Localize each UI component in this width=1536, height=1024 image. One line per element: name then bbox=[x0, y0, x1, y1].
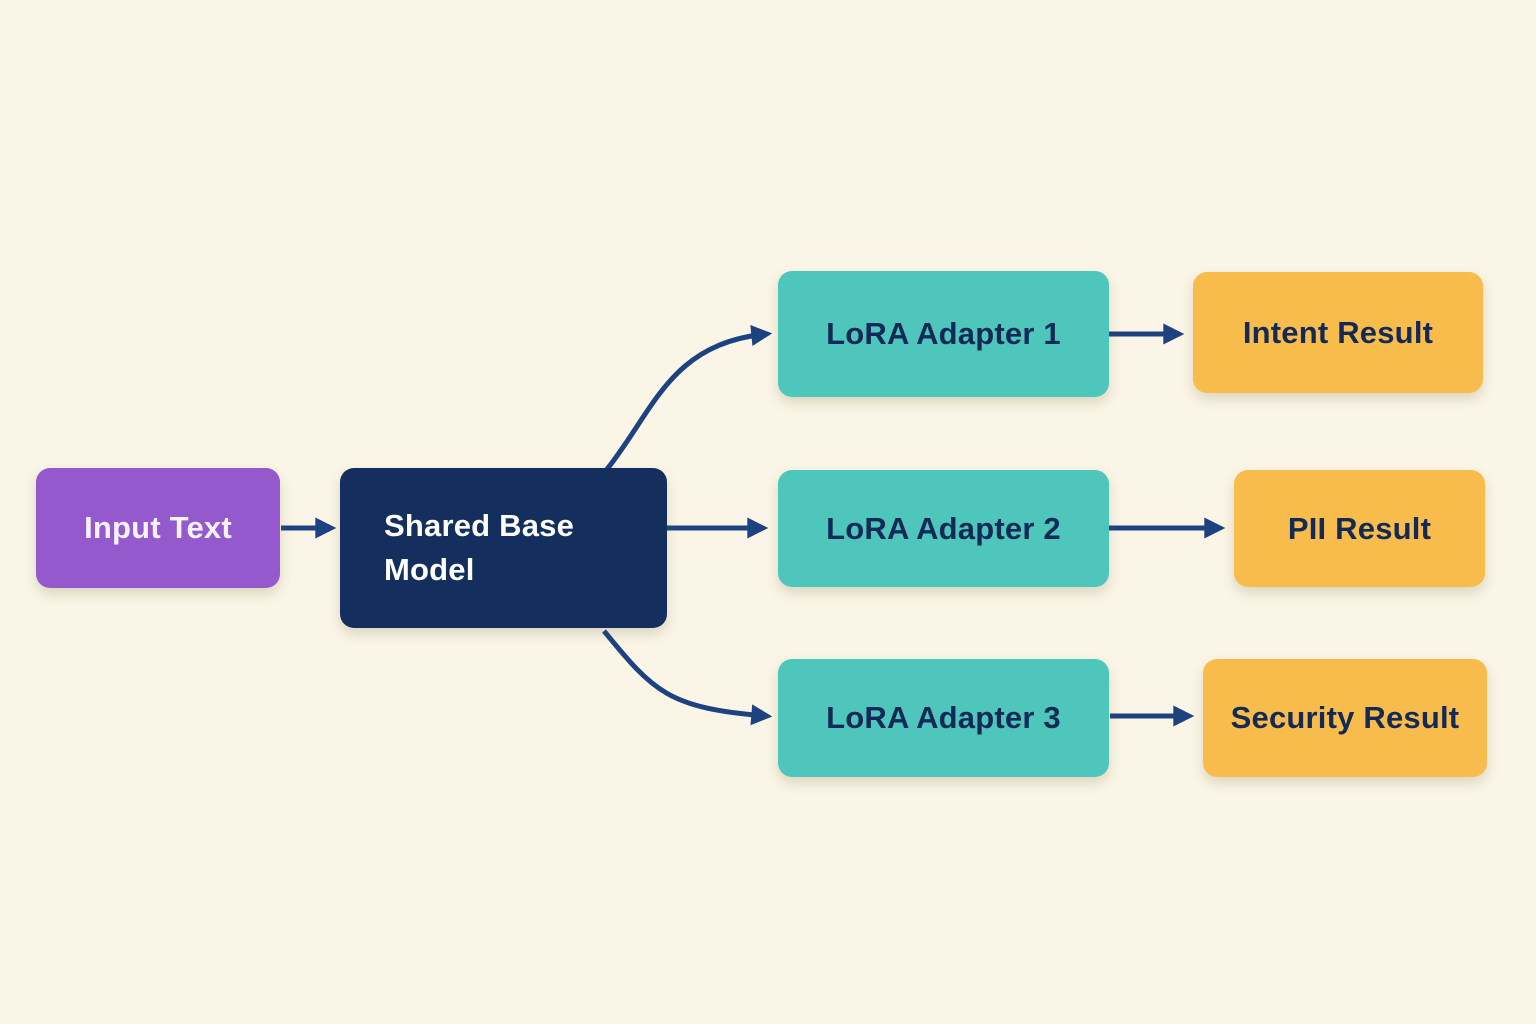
node-shared-base-model-label: Shared Base Model bbox=[384, 507, 575, 587]
node-lora-adapter-2: LoRA Adapter 2 bbox=[778, 470, 1109, 587]
node-intent-result-label: Intent Result bbox=[1242, 314, 1434, 350]
node-lora-adapter-3: LoRA Adapter 3 bbox=[778, 659, 1109, 777]
node-lora-adapter-2-label: LoRA Adapter 2 bbox=[826, 510, 1061, 546]
node-lora-adapter-1-label: LoRA Adapter 1 bbox=[826, 316, 1061, 351]
edge-base-to-adapter3 bbox=[602, 629, 773, 726]
node-shared-base-model: Shared Base Model bbox=[340, 468, 667, 628]
edge-base-to-adapter1 bbox=[602, 325, 773, 475]
node-pii-result-label: PII Result bbox=[1287, 510, 1432, 546]
node-lora-adapter-3-label: LoRA Adapter 3 bbox=[826, 700, 1061, 735]
node-intent-result: Intent Result bbox=[1193, 272, 1483, 393]
node-security-result-label: Security Result bbox=[1230, 700, 1460, 735]
node-input-text-label: Input Text bbox=[84, 510, 232, 545]
node-lora-adapter-1: LoRA Adapter 1 bbox=[778, 271, 1109, 397]
node-input-text: Input Text bbox=[36, 468, 280, 588]
node-security-result: Security Result bbox=[1203, 659, 1487, 777]
node-pii-result: PII Result bbox=[1234, 470, 1485, 587]
